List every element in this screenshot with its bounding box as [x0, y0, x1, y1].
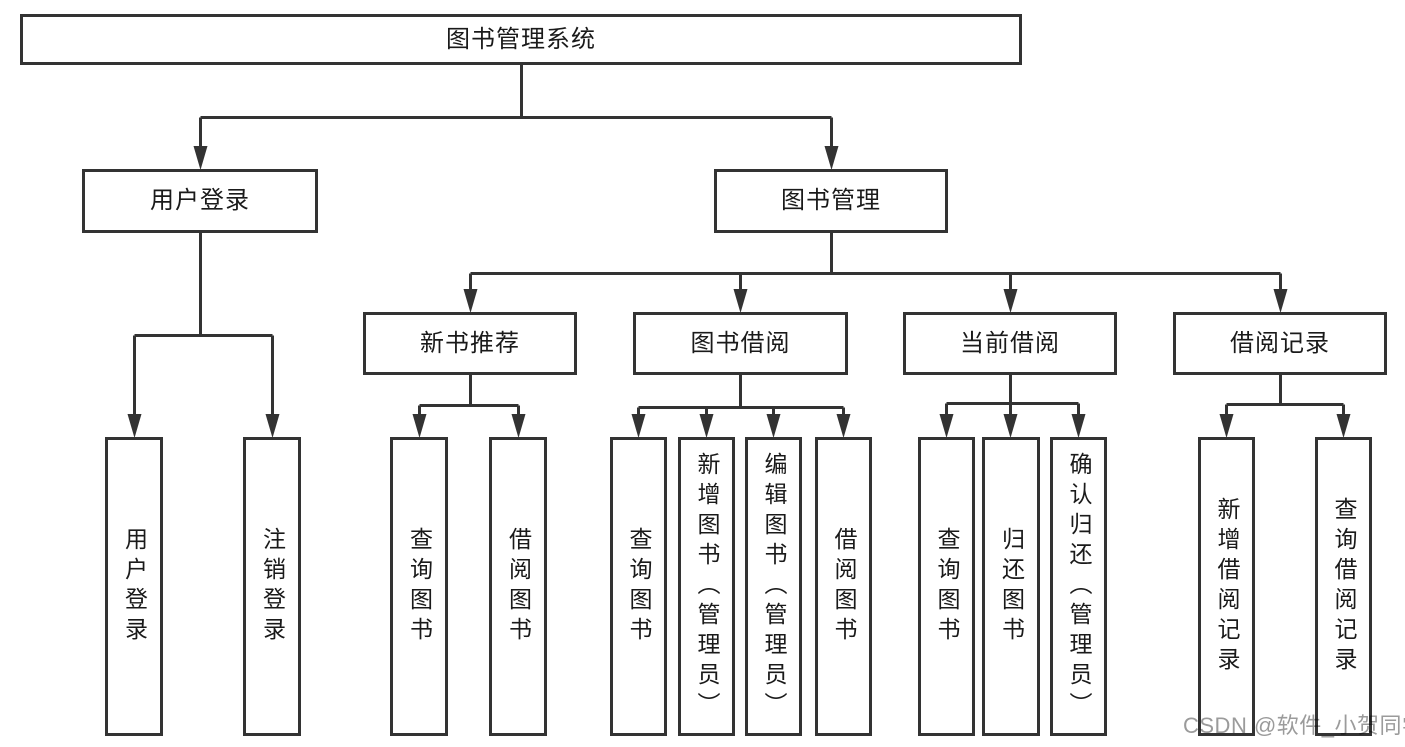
node-leaf-borrow-books-2: 借阅图书 — [815, 437, 872, 736]
node-label: 编辑图书（管理员） — [761, 451, 787, 722]
node-borrowing-records: 借阅记录 — [1173, 312, 1387, 375]
node-label: 借阅图书 — [831, 526, 857, 647]
connector-book-borrowing — [637, 373, 845, 418]
node-leaf-add-book-admin: 新增图书（管理员） — [678, 437, 735, 736]
arrowhead-icon — [463, 289, 478, 313]
node-leaf-query-books-1: 查询图书 — [390, 437, 448, 736]
arrowhead-icon — [939, 414, 954, 438]
node-label: 图书管理系统 — [446, 25, 596, 53]
node-leaf-query-borrow-record: 查询借阅记录 — [1315, 437, 1372, 736]
node-leaf-borrow-books-1: 借阅图书 — [489, 437, 547, 736]
node-label: 新增借阅记录 — [1214, 496, 1240, 677]
arrowhead-icon — [193, 146, 208, 170]
node-library-management-system: 图书管理系统 — [20, 14, 1022, 65]
node-label: 新书推荐 — [420, 329, 520, 357]
arrowhead-icon — [412, 414, 427, 438]
node-label: 注销登录 — [259, 526, 286, 647]
node-label: 用户登录 — [150, 187, 250, 214]
node-label: 查询图书 — [406, 526, 433, 647]
node-label: 用户登录 — [121, 526, 148, 647]
connector-root — [199, 65, 833, 150]
arrowhead-icon — [511, 414, 526, 438]
arrowhead-icon — [1071, 414, 1086, 438]
arrowhead-icon — [1219, 414, 1234, 438]
node-leaf-add-borrow-record: 新增借阅记录 — [1198, 437, 1255, 736]
connector-user-login — [133, 231, 274, 418]
node-leaf-confirm-return-admin: 确认归还（管理员） — [1050, 437, 1107, 736]
node-label: 借阅记录 — [1230, 329, 1330, 357]
arrowhead-icon — [1273, 289, 1288, 313]
node-label: 查询图书 — [626, 526, 652, 647]
node-label: 图书借阅 — [690, 329, 791, 357]
node-label: 查询借阅记录 — [1331, 496, 1357, 677]
connector-new-book-recommend — [418, 373, 520, 418]
node-leaf-edit-book-admin: 编辑图书（管理员） — [745, 437, 802, 736]
node-label: 图书管理 — [781, 187, 881, 214]
node-leaf-query-books-3: 查询图书 — [918, 437, 975, 736]
arrowhead-icon — [265, 414, 280, 438]
node-leaf-return-book: 归还图书 — [982, 437, 1040, 736]
node-label: 归还图书 — [998, 526, 1025, 647]
arrowhead-icon — [631, 414, 646, 438]
arrowhead-icon — [1003, 289, 1018, 313]
node-book-management: 图书管理 — [714, 169, 948, 233]
node-current-borrowing: 当前借阅 — [903, 312, 1117, 375]
arrowhead-icon — [1003, 414, 1018, 438]
node-leaf-logout: 注销登录 — [243, 437, 301, 736]
arrowhead-icon — [1336, 414, 1351, 438]
node-user-login: 用户登录 — [82, 169, 318, 233]
node-new-book-recommend: 新书推荐 — [363, 312, 577, 375]
arrowhead-icon — [766, 414, 781, 438]
node-leaf-user-login: 用户登录 — [105, 437, 163, 736]
arrowhead-icon — [127, 414, 142, 438]
connector-current-borrowing — [945, 373, 1080, 418]
connector-borrowing-records — [1225, 373, 1345, 418]
node-label: 借阅图书 — [505, 526, 532, 647]
node-label: 确认归还（管理员） — [1066, 451, 1092, 722]
connector-book-management — [469, 231, 1282, 295]
arrowhead-icon — [699, 414, 714, 438]
node-book-borrowing: 图书借阅 — [633, 312, 848, 375]
connectors — [133, 65, 1345, 418]
node-leaf-query-books-2: 查询图书 — [610, 437, 667, 736]
node-label: 新增图书（管理员） — [694, 451, 720, 722]
arrowhead-icon — [733, 289, 748, 313]
watermark: CSDN @软件_小贺同学 — [1183, 713, 1405, 738]
arrowheads — [127, 146, 1351, 438]
node-label: 当前借阅 — [960, 329, 1060, 357]
node-label: 查询图书 — [934, 526, 960, 647]
arrowhead-icon — [824, 146, 839, 170]
arrowhead-icon — [836, 414, 851, 438]
